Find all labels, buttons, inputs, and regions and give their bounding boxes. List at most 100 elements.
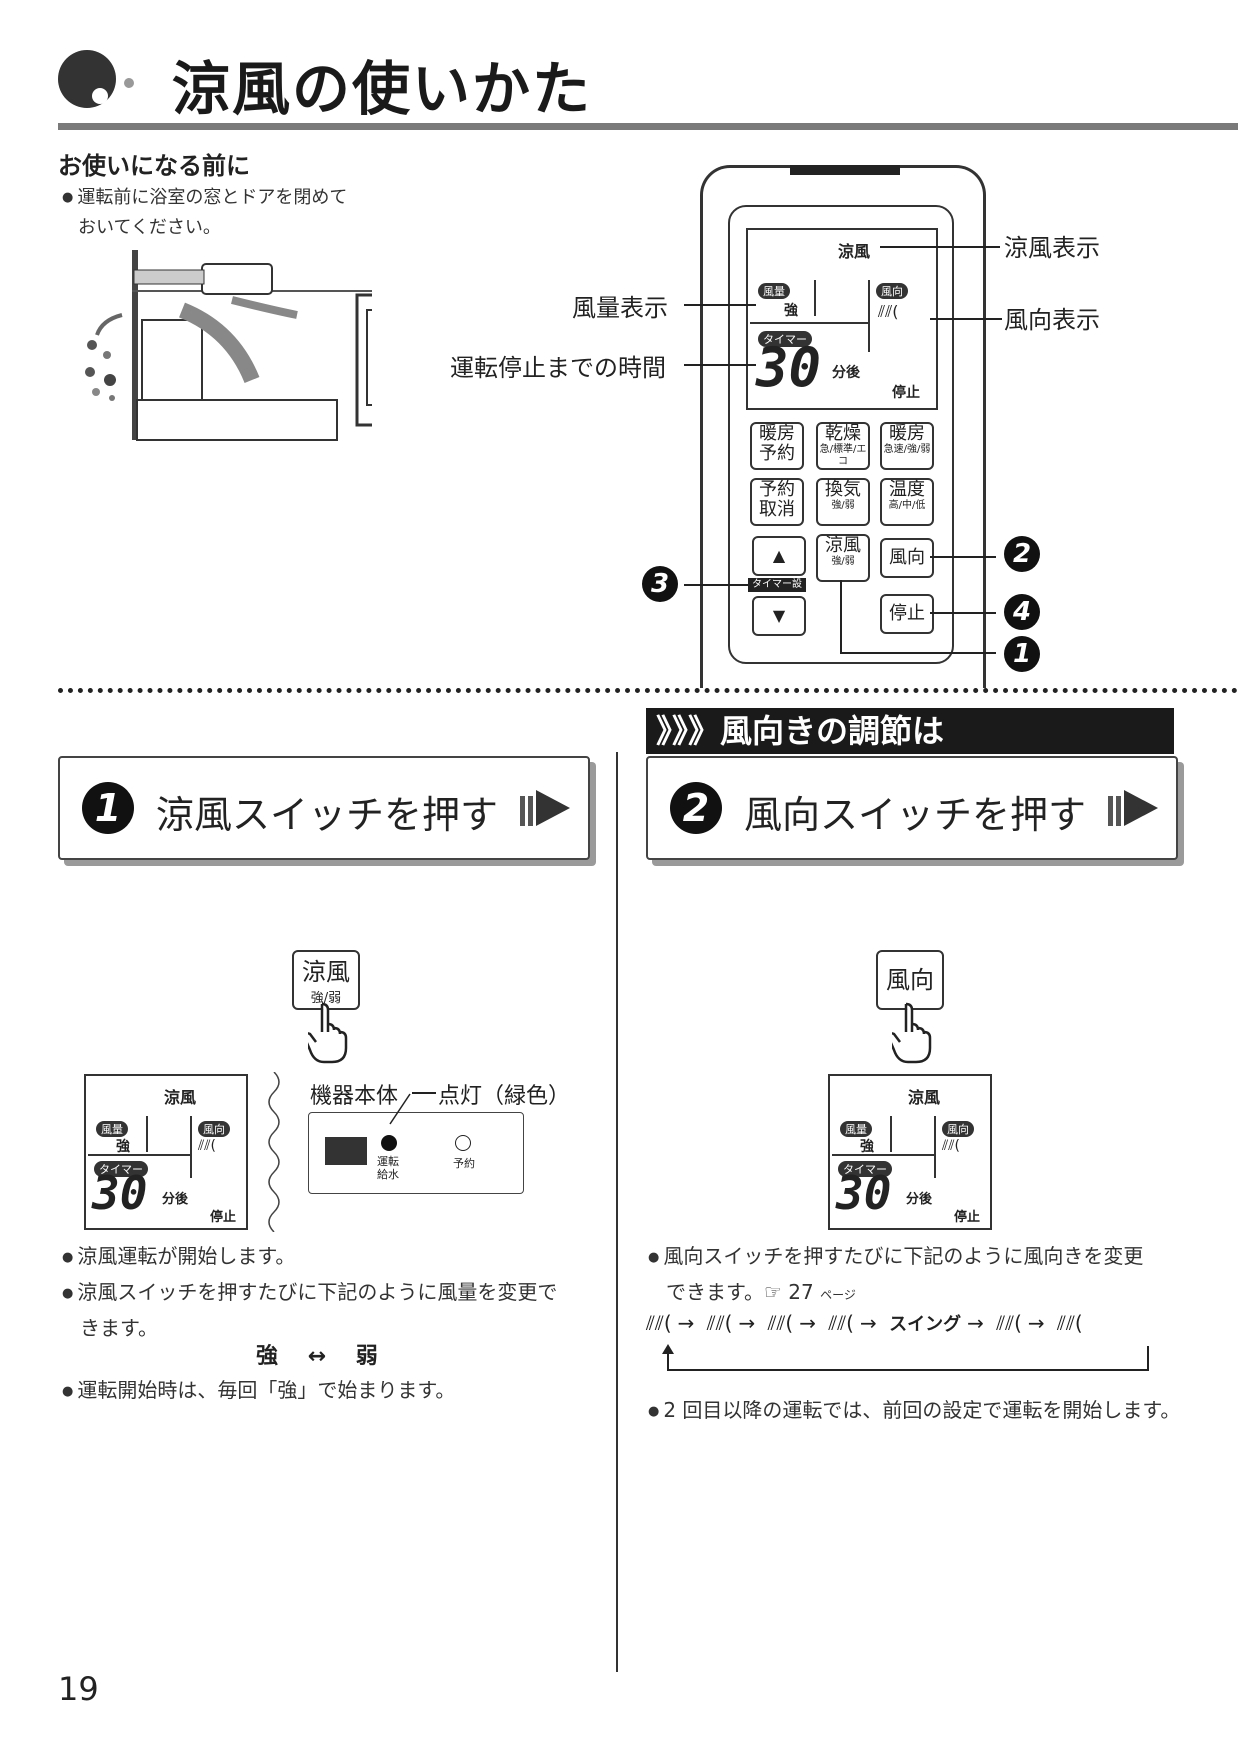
- page-ref-label: ページ: [820, 1288, 856, 1302]
- dir-step-icon-6: ⫽⫽(: [1057, 1311, 1083, 1335]
- dir-step-icon-4: ⫽⫽(: [828, 1311, 854, 1335]
- page-title: 涼風の使いかた: [172, 55, 593, 123]
- dotted-separator: [58, 688, 1238, 693]
- step1-lcd-mode: 涼風: [164, 1088, 197, 1107]
- timer-down-button[interactable]: ▼: [752, 596, 806, 636]
- header-bullet-icon: [58, 50, 116, 108]
- step2-note-1a: 風向スイッチを押すたびに下記のように風向きを変更: [648, 1240, 1208, 1276]
- step1-lcd-timer-label: タイマー: [94, 1161, 148, 1177]
- hand-pointer-icon-2: [892, 1002, 932, 1064]
- heat-button[interactable]: 暖房急速/強/弱: [880, 422, 934, 470]
- step2-note-2: 2 回目以降の運転では、前回の設定で運転を開始します。: [648, 1394, 1180, 1430]
- step1-note-1: 涼風運転が開始します。: [62, 1240, 602, 1276]
- dir-step-icon-3: ⫽⫽(: [767, 1311, 794, 1335]
- callout-dir-display: 風向表示: [1004, 306, 1100, 334]
- header-bullet-small-dot: [124, 78, 134, 88]
- step1-lcd-dir-icon: ⫽⫽(: [198, 1138, 216, 1154]
- step2-lcd-dir-icon: ⫽⫽(: [942, 1138, 960, 1154]
- unit-panel: 運転給水 予約: [308, 1112, 524, 1194]
- marker-4: 4: [1004, 594, 1040, 630]
- step1-box: 1 涼風スイッチを押す: [58, 756, 590, 860]
- remote-face: [728, 205, 954, 664]
- step1-notes: 涼風運転が開始します。 涼風スイッチを押すたびに下記のように風量を変更で きます…: [62, 1240, 602, 1344]
- run-lamp-label: 運転給水: [377, 1155, 399, 1181]
- callout-fan-display: 風量表示: [572, 294, 668, 322]
- direction-section-header: 》》》風向きの調節は: [646, 708, 1174, 754]
- stop-button[interactable]: 停止: [880, 594, 934, 634]
- step2-lcd: 涼風 風量 強 風向 ⫽⫽( タイマー 30 分後 停止: [828, 1074, 992, 1230]
- step1-lcd-fan-label: 風量: [96, 1121, 128, 1137]
- temp-button[interactable]: 温度高/中/低: [880, 478, 934, 526]
- page-number: 19: [58, 1670, 99, 1708]
- lcd-timer-unit: 分後: [832, 365, 860, 381]
- fan-cycle: 強 ↔ 弱: [256, 1338, 378, 1370]
- hand-pointer-icon: [308, 1002, 348, 1064]
- lcd-timer-value: 30: [756, 336, 822, 399]
- heat-reserve-button[interactable]: 暖房予約: [750, 422, 804, 470]
- step1-lcd-timer-value: 30: [92, 1166, 148, 1220]
- header-bullet-dot: [92, 88, 108, 104]
- marker-1: 1: [1004, 636, 1040, 672]
- step2-lcd-timer-unit: 分後: [906, 1192, 933, 1207]
- step2-title: 風向スイッチを押す: [744, 793, 1087, 837]
- step2-lcd-mode: 涼風: [908, 1088, 941, 1107]
- run-lamp: [381, 1135, 397, 1151]
- direction-button[interactable]: 風向: [880, 538, 934, 578]
- lcd-stop: 停止: [892, 385, 920, 401]
- step2-box: 2 風向スイッチを押す: [646, 756, 1178, 860]
- step1-cool-button-sub: 強/弱: [310, 991, 342, 1006]
- cool-breeze-button[interactable]: 涼風強/弱: [816, 534, 870, 582]
- step1-lcd: 涼風 風量 強 風向 ⫽⫽( タイマー 30 分後 停止: [84, 1074, 248, 1230]
- step2-number: 2: [670, 782, 722, 834]
- step1-title: 涼風スイッチを押す: [156, 793, 499, 837]
- step1-cool-button[interactable]: 涼風 強/弱: [292, 950, 360, 1010]
- marker-3: 3: [642, 566, 678, 602]
- vent-button[interactable]: 換気強/弱: [816, 478, 870, 526]
- dir-step-icon-1: ⫽⫽(: [646, 1311, 672, 1335]
- step2-lcd-fan-value: 強: [860, 1139, 874, 1155]
- unit-display: [325, 1137, 367, 1165]
- dir-step-icon-5: ⫽⫽(: [996, 1311, 1022, 1335]
- sequence-return-arrow: [662, 1344, 1149, 1371]
- remote-ir-window: [790, 165, 900, 175]
- timer-set-label: タイマー設定: [748, 578, 806, 604]
- direction-sequence: ⫽⫽(→ ⫽⫽(→ ⫽⫽(→ ⫽⫽(→ スイング→ ⫽⫽(→ ⫽⫽(: [646, 1311, 1083, 1335]
- remote-lcd: 涼風 風量 強 風向 ⫽⫽( タイマー 30 分後 停止: [746, 228, 938, 410]
- step2-notes: 風向スイッチを押すたびに下記のように風向きを変更 できます。☞ 27 ページ: [648, 1240, 1208, 1311]
- callout-time-to-stop: 運転停止までの時間: [450, 354, 666, 382]
- timer-up-button[interactable]: ▲: [752, 536, 806, 576]
- lit-label: 点灯（緑色）: [438, 1084, 571, 1109]
- callout-cool-display: 涼風表示: [1004, 234, 1100, 262]
- marker-2: 2: [1004, 536, 1040, 572]
- step1-lcd-timer-unit: 分後: [162, 1192, 189, 1207]
- lcd-dir-pill: 風向: [876, 280, 908, 299]
- cancel-reserve-button[interactable]: 予約取消: [750, 478, 804, 526]
- wavy-divider: [268, 1072, 280, 1232]
- step1-next-icon: [520, 790, 570, 830]
- step1-lcd-dir-label: 風向: [198, 1121, 230, 1137]
- lcd-fan-label: 風量: [758, 283, 790, 299]
- step1-number: 1: [82, 782, 134, 834]
- step2-lcd-fan-label: 風量: [840, 1121, 872, 1137]
- fan-toggle: ↔: [307, 1344, 327, 1369]
- header-rule: [58, 123, 1238, 130]
- dry-button[interactable]: 乾燥急/標準/エコ: [816, 422, 870, 470]
- reserve-lamp: [455, 1135, 471, 1151]
- step2-lcd-dir-label: 風向: [942, 1121, 974, 1137]
- step2-lcd-stop: 停止: [954, 1210, 981, 1225]
- step2-lcd-timer-label: タイマー: [838, 1161, 892, 1177]
- step2-lcd-timer-value: 30: [836, 1166, 892, 1220]
- reserve-lamp-label: 予約: [453, 1157, 475, 1170]
- pre-use-note-line2: おいてください。: [78, 217, 221, 238]
- step1-lcd-fan-value: 強: [116, 1139, 130, 1155]
- pre-use-note-line1: 運転前に浴室の窓とドアを閉めて: [62, 184, 347, 214]
- lcd-timer-label: タイマー: [758, 331, 812, 347]
- step2-next-icon: [1108, 790, 1158, 830]
- lcd-timer-pill: タイマー: [758, 328, 812, 347]
- pre-use-note: 運転前に浴室の窓とドアを閉めて おいてください。: [62, 184, 347, 242]
- lcd-dir-icon: ⫽⫽(: [878, 302, 899, 321]
- step1-lcd-stop: 停止: [210, 1210, 237, 1225]
- lcd-fan-value: 強: [784, 303, 798, 319]
- dir-step-icon-2: ⫽⫽(: [706, 1311, 733, 1335]
- swing-label: スイング: [889, 1314, 962, 1335]
